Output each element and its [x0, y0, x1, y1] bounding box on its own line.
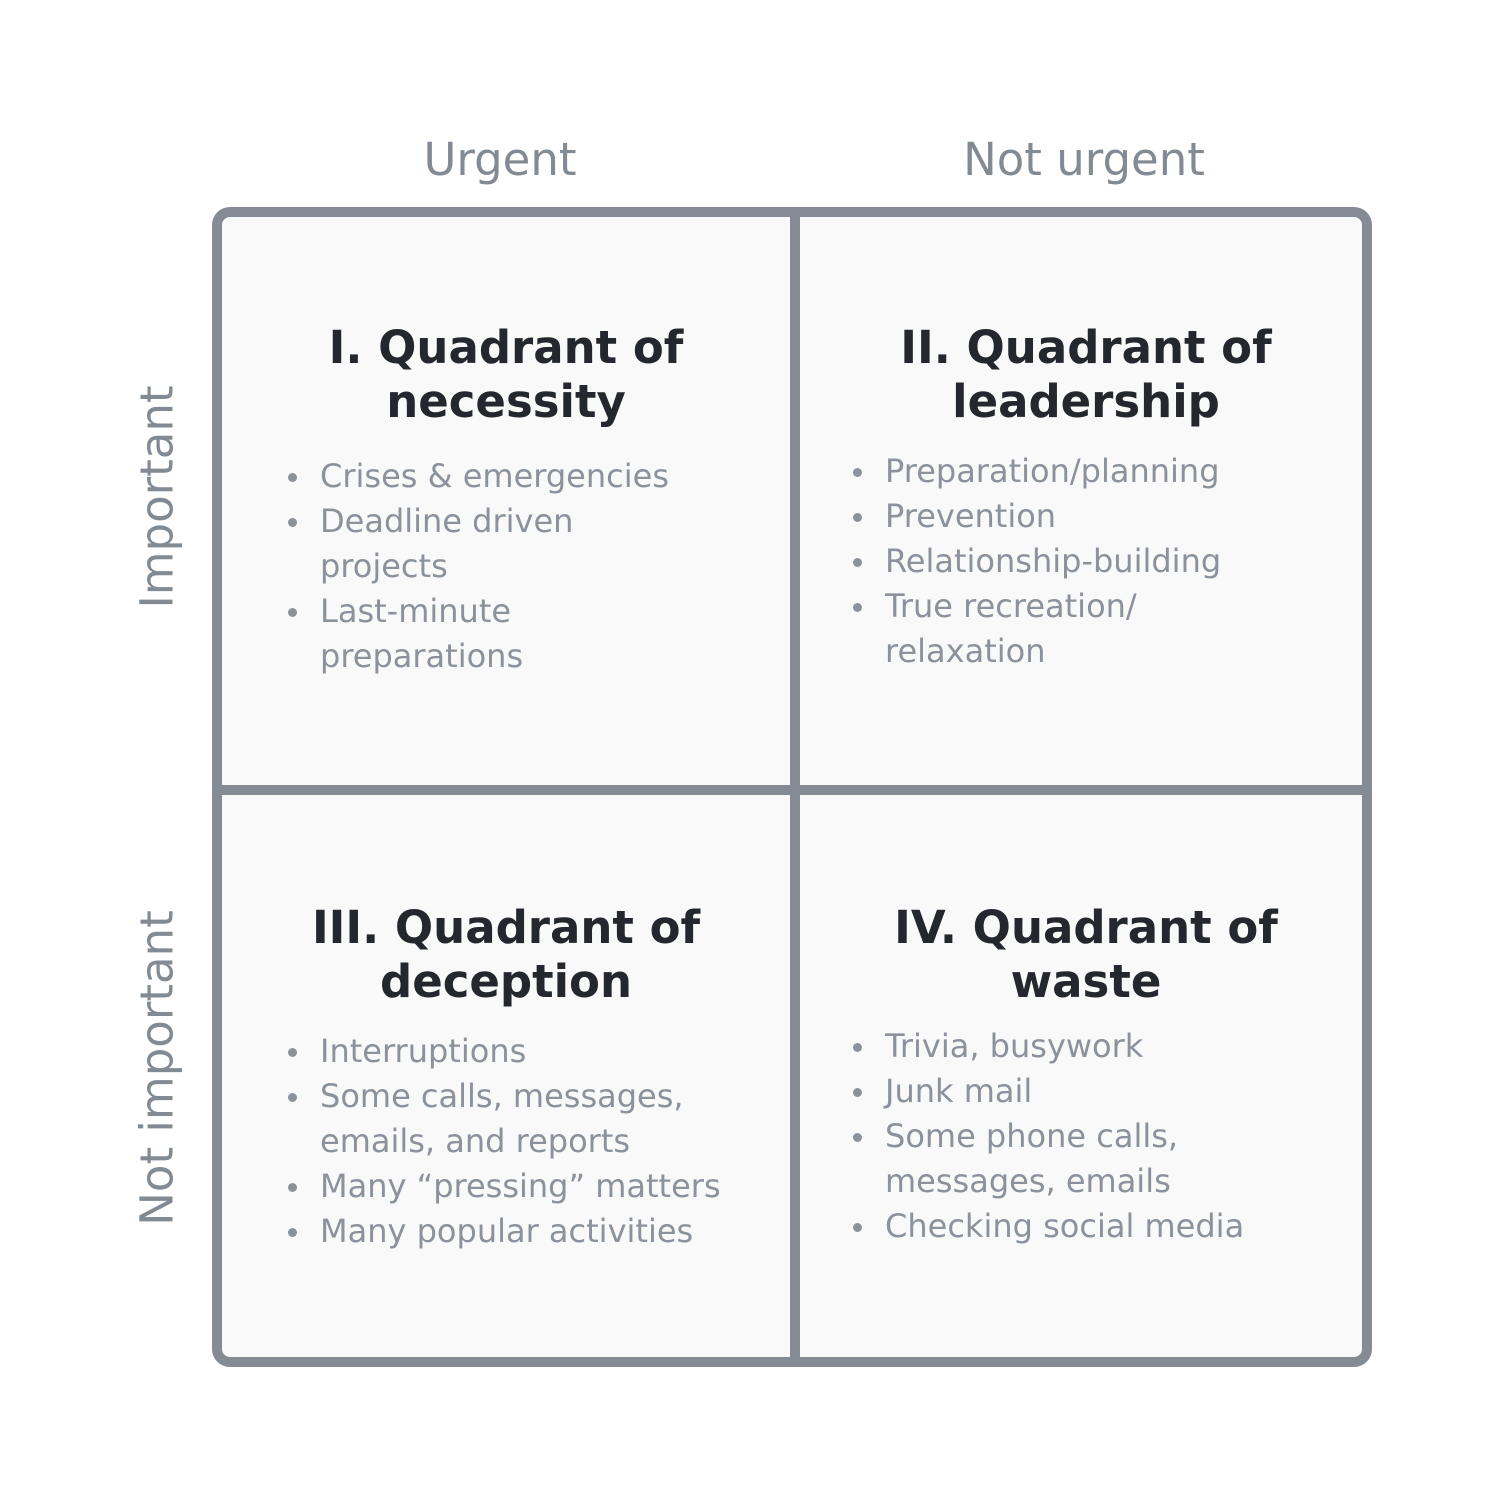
- list-item-line: emails, and reports: [320, 1122, 631, 1160]
- list-item: True recreation/relaxation: [851, 584, 1221, 674]
- list-item: Deadline driven projects: [286, 499, 669, 589]
- list-item: Trivia, busywork: [851, 1024, 1244, 1069]
- list-item: Preparation/planning: [851, 449, 1221, 494]
- list-item: Many popular activities: [286, 1209, 721, 1254]
- list-item: Junk mail: [851, 1069, 1244, 1114]
- quadrant-title: II. Quadrant of leadership: [800, 217, 1362, 429]
- list-item-line: Some phone calls,: [885, 1117, 1179, 1155]
- quadrant-title-line-1: III. Quadrant of: [311, 901, 701, 954]
- list-item: Relationship-building: [851, 539, 1221, 584]
- quadrant-leadership: II. Quadrant of leadership Preparation/p…: [800, 217, 1362, 670]
- list-item-line: True recreation/: [885, 587, 1137, 625]
- list-item-line: messages, emails: [885, 1162, 1171, 1200]
- horizontal-divider: [222, 785, 1362, 795]
- row-label-not-important: Not important: [130, 910, 184, 1226]
- quadrant-waste: IV. Quadrant of waste Trivia, busywork J…: [800, 795, 1362, 1245]
- quadrant-title: I. Quadrant of necessity: [222, 217, 790, 429]
- list-item: Crises & emergencies: [286, 454, 669, 499]
- quadrant-title: III. Quadrant of deception: [222, 795, 790, 1009]
- quadrant-item-list: Trivia, busywork Junk mail Some phone ca…: [851, 1024, 1244, 1249]
- quadrant-necessity: I. Quadrant of necessity Crises & emerge…: [222, 217, 790, 675]
- column-label-not-urgent: Not urgent: [963, 133, 1205, 186]
- quadrant-title-line-2: deception: [379, 955, 633, 1008]
- list-item: Some phone calls, messages, emails: [851, 1114, 1244, 1204]
- list-item: Some calls, messages, emails, and reports: [286, 1074, 721, 1164]
- list-item-line: relaxation: [885, 632, 1046, 670]
- list-item-line: preparations: [320, 637, 524, 675]
- list-item: Prevention: [851, 494, 1221, 539]
- quadrant-title-line-1: IV. Quadrant of: [894, 901, 1278, 954]
- quadrant-title: IV. Quadrant of waste: [800, 795, 1362, 1009]
- list-item: Interruptions: [286, 1029, 721, 1074]
- quadrant-title-line-1: I. Quadrant of: [328, 321, 684, 374]
- quadrant-title-line-2: waste: [1010, 955, 1162, 1008]
- quadrant-item-list: Preparation/planning Prevention Relation…: [851, 449, 1221, 674]
- eisenhower-matrix: I. Quadrant of necessity Crises & emerge…: [212, 207, 1372, 1367]
- quadrant-item-list: Interruptions Some calls, messages, email…: [286, 1029, 721, 1254]
- list-item: Checking social media: [851, 1204, 1244, 1249]
- quadrant-title-line-2: leadership: [952, 375, 1220, 428]
- quadrant-deception: III. Quadrant of deception Interruptions…: [222, 795, 790, 1250]
- row-label-important: Important: [130, 385, 184, 609]
- quadrant-title-line-2: necessity: [386, 375, 626, 428]
- list-item: Many “pressing” matters: [286, 1164, 721, 1209]
- list-item-line: Some calls, messages,: [320, 1077, 684, 1115]
- list-item-line: Last-minute: [320, 592, 512, 630]
- quadrant-item-list: Crises & emergencies Deadline driven proj…: [286, 454, 669, 679]
- list-item: Last-minute preparations: [286, 589, 669, 679]
- quadrant-title-line-1: II. Quadrant of: [900, 321, 1272, 374]
- column-label-urgent: Urgent: [423, 133, 577, 186]
- list-item-line: projects: [320, 547, 448, 585]
- list-item-line: Deadline driven: [320, 502, 574, 540]
